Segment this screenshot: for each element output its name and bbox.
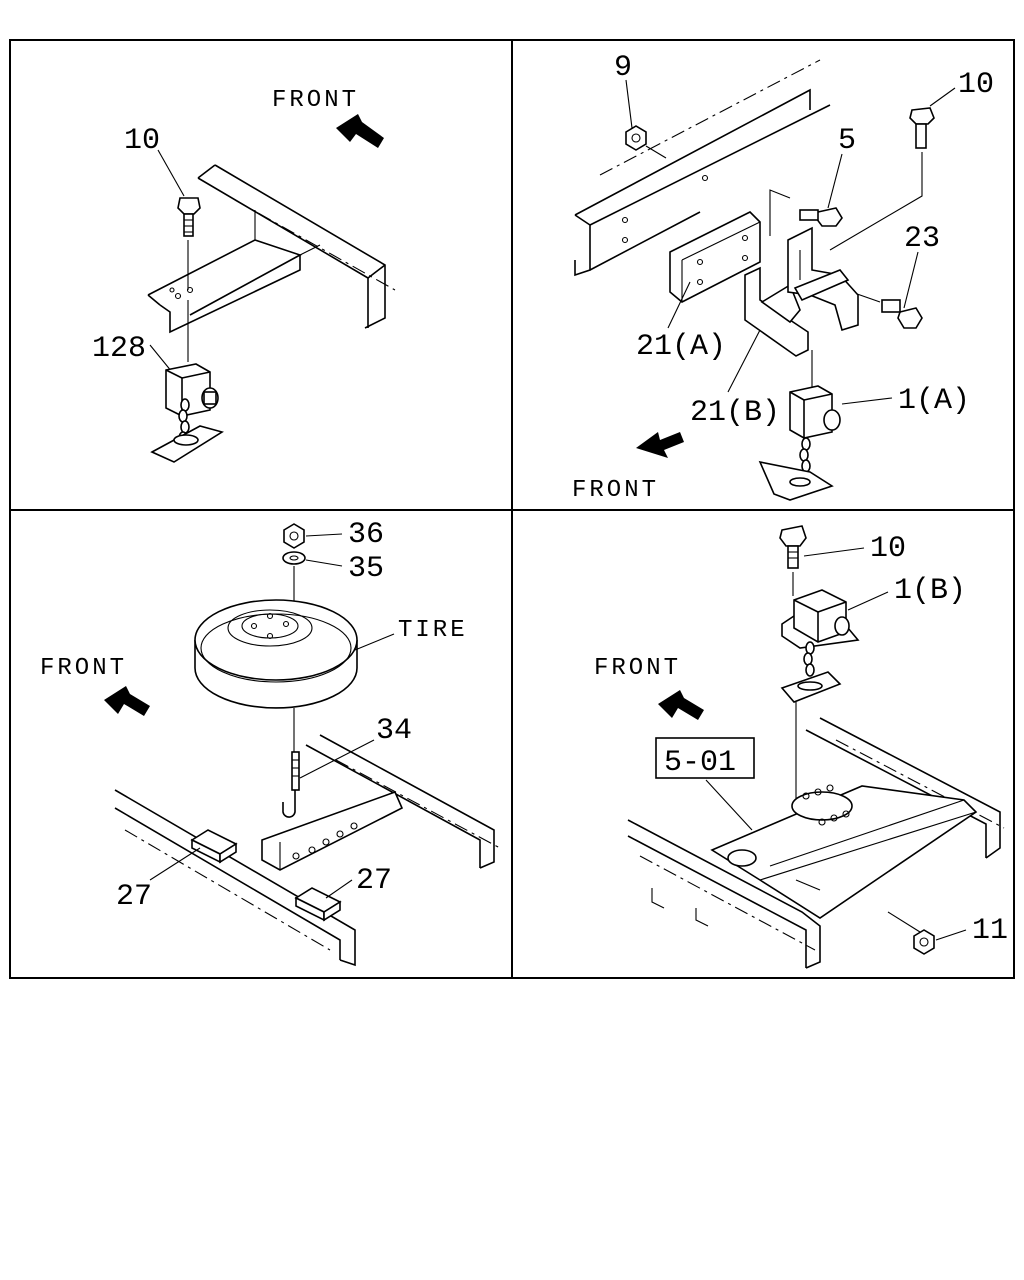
callout-36: 36: [348, 518, 384, 552]
ref-box-label: 5-01: [664, 746, 736, 780]
tire-label: TIRE: [398, 617, 468, 644]
bracket-21b-icon: [744, 226, 859, 357]
front-arrow-icon: [336, 114, 384, 148]
callout-23: 23: [904, 222, 940, 256]
nut-9-icon: [625, 125, 647, 151]
callout-34: 34: [376, 714, 412, 748]
front-arrow-icon: [636, 432, 684, 458]
panel-top-right: 9 10 5 23: [572, 51, 994, 504]
front-arrow-icon: [658, 690, 704, 720]
callout-1b: 1(B): [894, 574, 966, 608]
spare-tire-icon: [194, 599, 358, 709]
bolt-10-icon: [909, 107, 935, 149]
nut-36-icon: [283, 523, 305, 549]
callout-10: 10: [958, 68, 994, 102]
callout-10: 10: [124, 124, 160, 158]
spare-tire-holder-icon: [780, 589, 860, 703]
panel-grid: [9, 39, 1015, 979]
hook-bolt-34-icon: [282, 751, 300, 818]
callout-21b: 21(B): [690, 396, 780, 430]
front-label: FRONT: [272, 87, 359, 114]
bracket-21a-icon: [669, 211, 761, 303]
frame-rail: [627, 717, 1005, 969]
bolt-5-icon: [799, 207, 843, 227]
callout-11: 11: [972, 914, 1008, 948]
rubber-pad-left-icon: [190, 829, 238, 864]
front-arrow-icon: [104, 686, 150, 716]
panel-top-left: FRONT 10 128: [92, 87, 396, 463]
spare-tire-holder-icon: [150, 363, 224, 463]
frame-rail: [114, 734, 501, 967]
frame-rail: [574, 59, 831, 277]
nut-11-icon: [913, 929, 935, 955]
callout-35: 35: [348, 552, 384, 586]
front-label: FRONT: [572, 477, 659, 504]
front-label: FRONT: [594, 655, 681, 682]
callout-128: 128: [92, 332, 146, 366]
callout-1a: 1(A): [898, 384, 970, 418]
frame-rail: [147, 164, 396, 334]
callout-10: 10: [870, 532, 906, 566]
washer-35-icon: [282, 551, 306, 565]
callout-21a: 21(A): [636, 330, 726, 364]
bolt-10-icon: [177, 197, 201, 237]
rubber-pad-right-icon: [294, 887, 342, 922]
bolt-10-icon: [779, 525, 807, 569]
bolt-23-icon: [881, 299, 923, 329]
callout-27: 27: [356, 864, 392, 898]
callout-5: 5: [838, 124, 856, 158]
spare-tire-holder-icon: [758, 385, 841, 501]
panel-bottom-right: 10 1(B) FRONT 5-01: [594, 525, 1008, 969]
panel-bottom-left: 36 35 TIRE FRONT: [40, 518, 501, 967]
callout-27: 27: [116, 880, 152, 914]
callout-9: 9: [614, 51, 632, 85]
reference-box-5-01: 5-01: [655, 737, 755, 780]
front-label: FRONT: [40, 655, 127, 682]
